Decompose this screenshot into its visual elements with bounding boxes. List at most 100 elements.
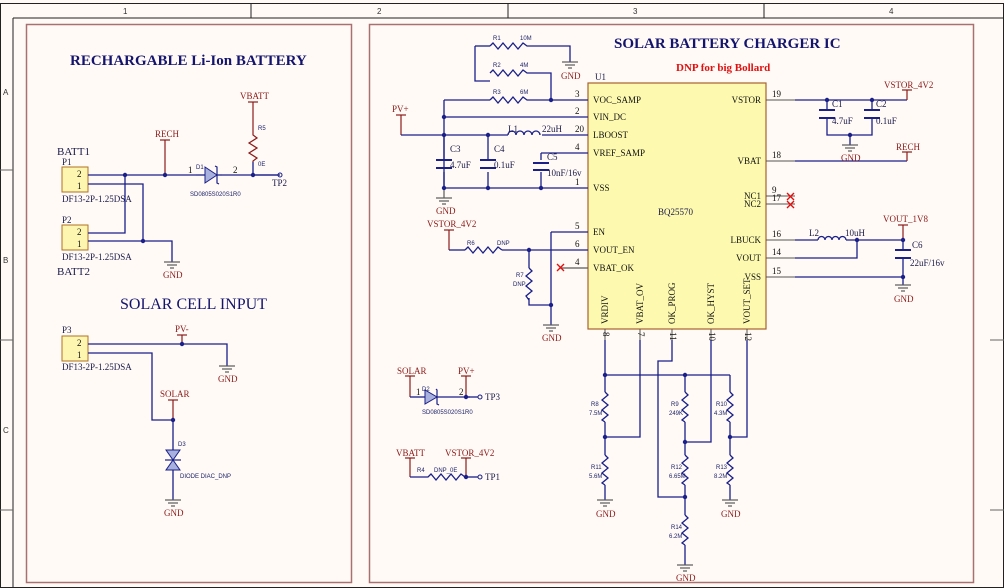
charger-section-title: SOLAR BATTERY CHARGER IC <box>614 36 841 52</box>
ic-u1[interactable]: U1 BQ25570 <box>587 72 767 330</box>
u1-pin-name: EN <box>593 227 605 237</box>
resistor-r5[interactable]: R5 0E <box>247 120 266 168</box>
vstor-net-port: VSTOR_4V2 <box>427 219 476 231</box>
u1-pin-number: 9 <box>772 185 777 195</box>
p3-part: DF13-2P-1.25DSA <box>62 362 132 372</box>
u1-pin-name: VOUT_EN <box>593 245 635 255</box>
pv-minus-net-port: PV- <box>175 324 189 336</box>
resistor-r7[interactable]: R7 DNP <box>513 267 534 301</box>
connector-p1[interactable]: P1 2 1 DF13-2P-1.25DSA <box>61 157 132 204</box>
inductor-l2[interactable]: L2 10uH <box>809 228 866 241</box>
capacitor-c4[interactable]: C4 0.1uF <box>480 144 515 170</box>
solar-section-title: SOLAR CELL INPUT <box>120 296 267 313</box>
column-label: 2 <box>377 7 382 16</box>
diode-d2[interactable]: 1 D2 2 SD0805S020S1R0 <box>410 387 473 416</box>
diac-d3[interactable]: D3 DIODE DIAC_DNP <box>165 442 231 480</box>
r12-value: 6.65M <box>669 474 686 480</box>
gnd-symbol: GND <box>841 144 861 163</box>
u1-pin-number: 18 <box>772 150 782 160</box>
resistor-r6[interactable]: R6 DNP <box>464 241 510 255</box>
vstor-net-port: VSTOR_4V2 <box>445 448 494 480</box>
c2-value: 0.1uF <box>876 116 897 126</box>
p3-pin2: 2 <box>77 338 82 348</box>
u1-pin-name: LBUCK <box>730 235 761 245</box>
capacitor-c6[interactable]: C6 22uF/16v <box>895 240 945 268</box>
resistor-r2[interactable]: R2 4M <box>489 63 530 78</box>
d1-pin1: 1 <box>188 165 193 175</box>
u1-pin-name: VREF_SAMP <box>593 148 645 158</box>
r1-value: 10M <box>520 36 532 42</box>
u1-pin-number: 1 <box>575 177 580 187</box>
r5-value: 0E <box>258 162 265 168</box>
rech-net-port: RECH <box>155 129 180 141</box>
r7-value: DNP <box>513 282 526 288</box>
pv-plus-label: PV+ <box>392 104 409 114</box>
diode-d1[interactable]: 1 D1 2 SD0805S020S1R0 <box>188 165 241 198</box>
r9-ref: R9 <box>671 402 679 408</box>
vstor-label: VSTOR_4V2 <box>427 219 476 229</box>
p2-part: DF13-2P-1.25DSA <box>62 252 132 262</box>
l2-ref: L2 <box>809 228 819 238</box>
r8-value: 7.5M <box>589 411 602 417</box>
gnd-label: GND <box>676 573 696 583</box>
r8-ref: R8 <box>591 402 599 408</box>
capacitor-c5[interactable]: C5 10nF/16v <box>533 152 582 178</box>
gnd-label: GND <box>841 153 861 163</box>
enable-wires <box>448 230 588 325</box>
r11-value: 5.6M <box>589 474 602 480</box>
r2-value: 4M <box>520 63 528 69</box>
inductor-l1[interactable]: L1 22uH <box>507 124 563 136</box>
connector-p3[interactable]: P3 2 1 DF13-2P-1.25DSA <box>61 325 132 372</box>
connector-p2[interactable]: P2 2 1 DF13-2P-1.25DSA <box>61 215 132 262</box>
gnd-symbol: GND <box>542 324 562 343</box>
d1-pin2: 2 <box>233 165 238 175</box>
rech-label: RECH <box>896 142 921 152</box>
gnd-label: GND <box>436 206 456 216</box>
capacitor-c1[interactable]: C1 4.7uF <box>819 99 853 126</box>
d2-pin1: 1 <box>416 387 421 397</box>
p1-ref: P1 <box>62 157 72 167</box>
capacitor-c3[interactable]: C3 4.7uF <box>436 144 471 170</box>
dnp-note: DNP for big Bollard <box>676 62 770 74</box>
u1-pin-name: VBAT <box>737 156 761 166</box>
gnd-symbol: GND <box>596 499 616 519</box>
vstor-net-port: VSTOR_4V2 <box>884 80 933 91</box>
r6-value: DNP <box>497 241 510 247</box>
u1-pin-name: VOC_SAMP <box>593 95 641 105</box>
resistor-r1[interactable]: R1 10M <box>489 36 532 51</box>
vbatt-net-label: VBATT <box>240 91 270 101</box>
resistor-r3[interactable]: R3 6M <box>489 90 530 105</box>
c5-ref: C5 <box>547 152 558 162</box>
l1-ref: L1 <box>508 124 518 134</box>
r2-ref: R2 <box>493 63 501 69</box>
capacitor-c2[interactable]: C2 0.1uF <box>864 99 897 126</box>
d3-part: DIODE DIAC_DNP <box>180 474 231 480</box>
charger-input-wires <box>400 45 588 191</box>
p3-pin1: 1 <box>77 350 82 360</box>
r10-ref: R10 <box>716 402 728 408</box>
d1-ref: D1 <box>196 165 204 171</box>
testpoint-tp1[interactable]: TP1 <box>466 472 500 482</box>
output-wires <box>795 90 908 285</box>
gnd-label: GND <box>164 508 184 518</box>
resistor-r8[interactable]: R8 7.5M <box>589 391 610 423</box>
vout-label: VOUT_1V8 <box>883 214 928 224</box>
testpoint-tp3[interactable]: TP3 <box>466 392 501 402</box>
u1-pin-number: 5 <box>575 221 580 231</box>
gnd-label: GND <box>163 270 183 280</box>
gnd-symbol: GND <box>163 261 183 280</box>
gnd-symbol: GND <box>218 365 238 384</box>
gnd-label: GND <box>542 333 562 343</box>
testpoint-tp2[interactable]: TP2 <box>253 172 287 188</box>
solar-net-port: SOLAR <box>160 389 190 401</box>
resistor-r4[interactable]: R4 DNP_0E <box>410 468 466 482</box>
u1-pin-number: 2 <box>575 106 580 116</box>
r14-ref: R14 <box>671 525 683 531</box>
u1-pin-number: 4 <box>575 142 580 152</box>
